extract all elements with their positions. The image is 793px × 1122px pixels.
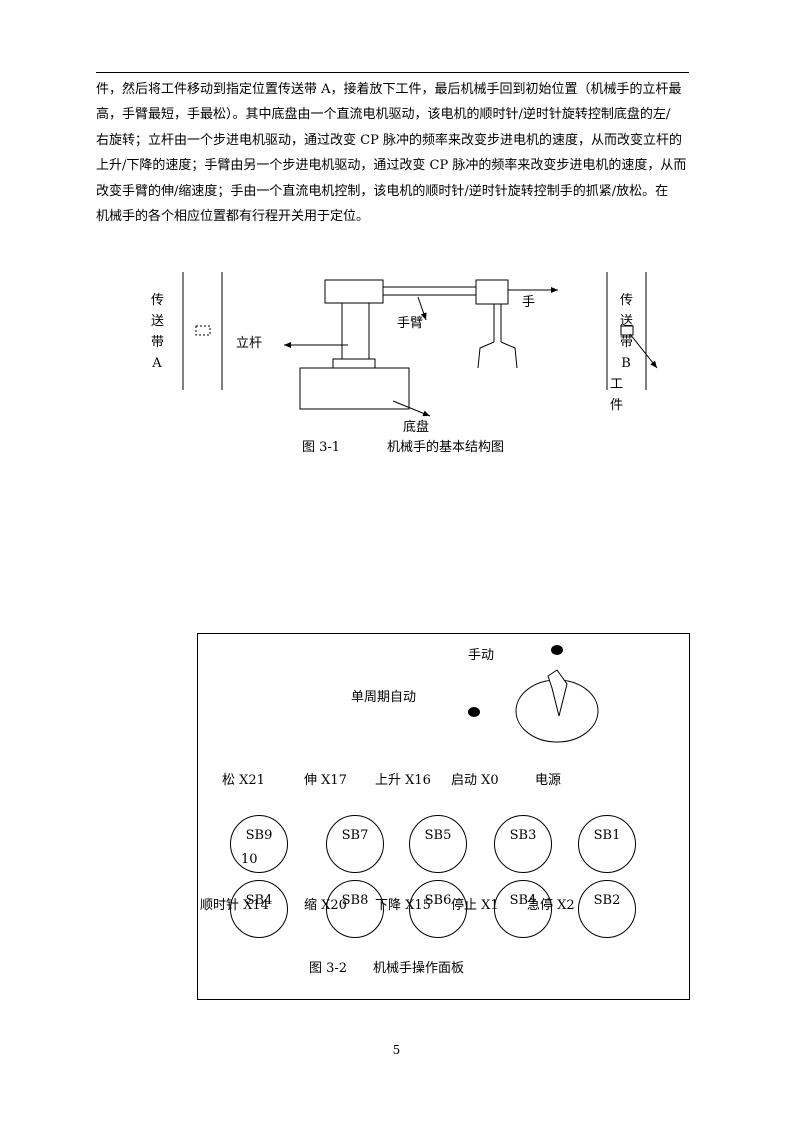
gripper-left	[477, 341, 495, 369]
button-sb1[interactable]: SB1	[578, 815, 636, 873]
button-sb4-right[interactable]: SB4	[494, 880, 552, 938]
belt-a-workpiece-slot	[195, 325, 211, 336]
belt-a-char: 带	[151, 335, 165, 350]
belt-b-label: 传 送 带 B	[620, 290, 634, 374]
button-label: SB3	[509, 828, 537, 843]
operation-panel-frame	[197, 633, 690, 1000]
retract-label: 缩 X20	[304, 898, 347, 913]
button-label: SB9	[245, 828, 273, 843]
button-label: SB5	[424, 828, 452, 843]
base-block	[299, 367, 410, 410]
button-sb2[interactable]: SB2	[578, 880, 636, 938]
figure2-caption-text: 机械手操作面板	[373, 961, 465, 976]
button-sb3[interactable]: SB3	[494, 815, 552, 873]
pole-column	[341, 302, 370, 360]
clockwise-label: 顺时针 X14	[200, 898, 269, 913]
stop-label: 停止 X1	[451, 898, 499, 913]
page-number: 5	[392, 1043, 401, 1057]
button-label: SB6	[424, 893, 452, 908]
button-sb5[interactable]: SB5	[409, 815, 467, 873]
figure1-caption-number: 图 3-1	[302, 440, 341, 455]
paragraph-line: 右旋转；立杆由一个步进电机驱动，通过改变 CP 脉冲的频率来改变步进电机的速度，…	[96, 132, 682, 148]
workpiece-label: 工 件	[610, 374, 624, 416]
figure2-caption-number: 图 3-2	[309, 961, 348, 976]
button-label: SB7	[341, 828, 369, 843]
pole-label: 立杆	[236, 336, 263, 351]
belt-a-char: 送	[151, 314, 165, 329]
header-rule	[96, 72, 689, 73]
extend-label: 伸 X17	[304, 773, 347, 788]
workpiece-arrow	[629, 333, 658, 369]
body-paragraph: 件，然后将工件移动到指定位置传送带 A，接着放下工件，最后机械手回到初始位置（机…	[96, 77, 696, 229]
gripper-right	[500, 341, 518, 369]
workpiece-char: 工	[610, 377, 624, 392]
paragraph-line: 改变手臂的伸/缩速度；手由一个直流电机控制，该电机的顺时针/逆时针旋转控制手的抓…	[96, 183, 669, 199]
paragraph-line: 机械手的各个相应位置都有行程开关用于定位。	[96, 209, 370, 225]
button-label: SB8	[341, 893, 369, 908]
power-label: 电源	[535, 773, 562, 788]
button-label: SB1	[593, 828, 621, 843]
hand-label: 手	[522, 295, 536, 310]
belt-b-char: 送	[620, 314, 634, 329]
start-label: 启动 X0	[451, 773, 499, 788]
arm-label: 手臂	[397, 316, 424, 331]
belt-b-char: 带	[620, 335, 634, 350]
belt-a-char: 传	[151, 293, 165, 308]
button-sb7[interactable]: SB7	[326, 815, 384, 873]
workpiece-char: 件	[610, 398, 624, 413]
lower-label: 下降 X15	[375, 898, 431, 913]
single-cycle-label: 单周期自动	[351, 690, 417, 705]
paragraph-line: 高，手臂最短，手最松）。其中底盘由一个直流电机驱动，该电机的顺时针/逆时针旋转控…	[96, 107, 671, 123]
button-sb6[interactable]: SB6	[409, 880, 467, 938]
rise-label: 上升 X16	[375, 773, 431, 788]
belt-a-label: 传 送 带 A	[151, 290, 165, 374]
belt-b-char: 传	[620, 293, 634, 308]
arm-arrow	[417, 296, 427, 321]
button-sb9[interactable]: SB9	[230, 815, 288, 873]
hand-head	[475, 279, 509, 305]
base-collar	[332, 358, 376, 369]
base-label: 底盘	[403, 420, 430, 435]
robot-arm-structure-diagram	[182, 272, 658, 417]
button-sb8[interactable]: SB8	[326, 880, 384, 938]
button-label: SB4	[245, 893, 273, 908]
figure1-caption-text: 机械手的基本结构图	[387, 440, 505, 455]
paragraph-line: 上升/下降的速度；手臂由另一个步进电机驱动，通过改变 CP 脉冲的频率来改变步进…	[96, 158, 687, 174]
workpiece-block	[620, 325, 634, 336]
paragraph-line: 件，然后将工件移动到指定位置传送带 A，接着放下工件，最后机械手回到初始位置（机…	[96, 82, 682, 97]
belt-b-char: B	[621, 356, 631, 371]
belt-a-char: A	[152, 356, 162, 371]
base-arrow	[392, 400, 431, 417]
button-label: SB4	[509, 893, 537, 908]
manual-label: 手动	[468, 648, 495, 663]
emergency-stop-label: 急停 X2	[527, 898, 575, 913]
button-sb4-left[interactable]: SB4	[230, 880, 288, 938]
pole-head	[324, 279, 384, 304]
release-label: 松 X21	[222, 773, 265, 788]
button-label: SB2	[593, 893, 621, 908]
sb10-label: 10	[241, 852, 258, 867]
